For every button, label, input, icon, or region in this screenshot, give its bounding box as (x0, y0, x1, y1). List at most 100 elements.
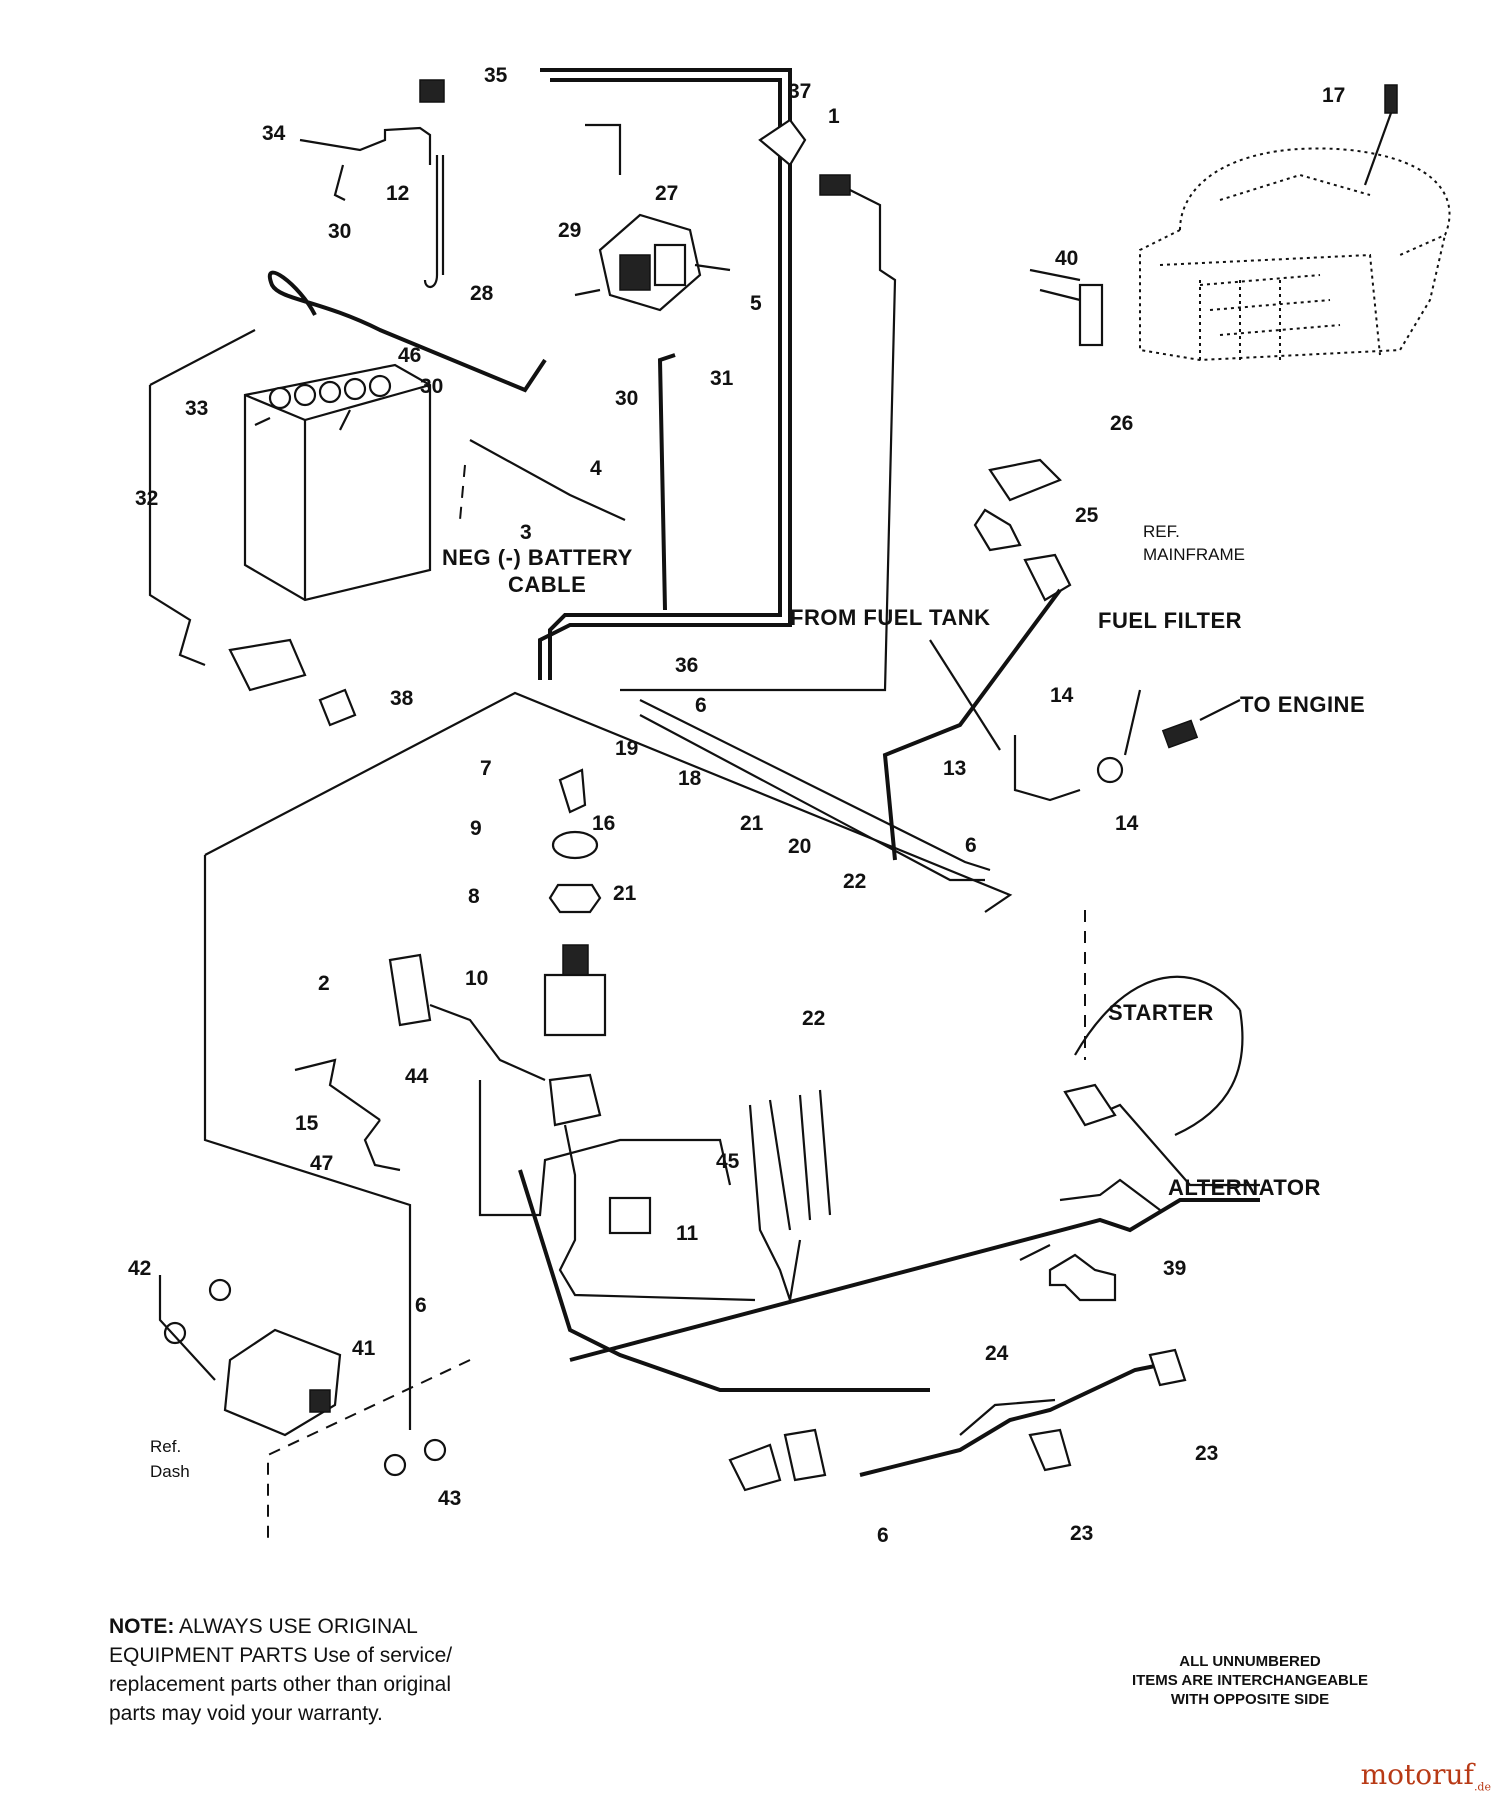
callout: 30 (615, 387, 638, 410)
callout: 17 (1322, 84, 1345, 107)
ref-mainframe-label: MAINFRAME (1143, 545, 1245, 564)
callout: 9 (470, 817, 482, 840)
callout: 38 (390, 687, 414, 710)
callout: 15 (295, 1112, 319, 1135)
watermark-logo: motoruf.de (1361, 1758, 1491, 1794)
callout: 2 (318, 972, 330, 995)
callout: 28 (470, 282, 494, 305)
callout: 45 (716, 1150, 740, 1173)
fuse-holder (620, 118, 897, 692)
callout: 36 (675, 654, 698, 677)
note-text: ALWAYS USE ORIGINAL (174, 1615, 418, 1638)
note-text: parts may void your warranty. (109, 1702, 383, 1725)
callout: 6 (415, 1294, 427, 1317)
callout: 31 (710, 367, 734, 390)
callout: 6 (695, 694, 707, 717)
callout: 12 (386, 182, 409, 205)
note-text: replacement parts other than original (109, 1673, 452, 1696)
note-text: WITH OPPOSITE SIDE (1170, 1691, 1330, 1708)
callout: 8 (468, 885, 480, 908)
callout: 19 (615, 737, 638, 760)
callout: 33 (185, 397, 208, 420)
callout: 1 (828, 105, 840, 128)
cable-clip (1048, 1253, 1117, 1302)
note-text: EQUIPMENT PARTS Use of service/ (109, 1644, 453, 1667)
watermark-suffix: .de (1473, 1781, 1491, 1794)
callout: 40 (1055, 247, 1078, 270)
callout: 10 (465, 967, 488, 990)
callout-numbers: 35 34 12 30 46 28 29 27 5 31 30 30 33 32… (128, 64, 1345, 1547)
note-heading: NOTE: (109, 1615, 175, 1638)
callout: 14 (1115, 812, 1139, 835)
fuel-system (882, 458, 1241, 861)
starter-label: STARTER (1108, 1000, 1214, 1025)
callout: 23 (1195, 1442, 1218, 1465)
callout: 35 (484, 64, 508, 87)
from-fuel-tank-label: FROM FUEL TANK (790, 605, 991, 630)
callout: 6 (965, 834, 977, 857)
callout: 44 (405, 1065, 429, 1088)
callout: 24 (985, 1342, 1009, 1365)
callout: 22 (843, 870, 866, 893)
neg-battery-cable-label: NEG (-) BATTERY (442, 545, 633, 570)
note-text: ALL UNNUMBERED (1179, 1653, 1321, 1670)
callout: 41 (352, 1337, 376, 1360)
callout: 29 (558, 219, 581, 242)
callout: 46 (398, 344, 421, 367)
callout: 47 (310, 1152, 333, 1175)
choke-knob (294, 1058, 381, 1121)
fuse (228, 638, 307, 692)
to-engine-label: TO ENGINE (1240, 692, 1365, 717)
engine-outline (1029, 84, 1451, 362)
callout: 7 (480, 757, 492, 780)
callout: 39 (1163, 1257, 1186, 1280)
callout: 13 (943, 757, 966, 780)
callout: 5 (750, 292, 762, 315)
positive-battery-cable (267, 270, 547, 393)
callout: 30 (420, 375, 443, 398)
battery (243, 363, 432, 602)
callout: 3 (520, 521, 532, 544)
part-labels: NEG (-) BATTERY CABLE REF. MAINFRAME FRO… (150, 522, 1365, 1481)
callout: 32 (135, 487, 158, 510)
ref-dash-label: Ref. (150, 1437, 181, 1456)
ref-dash-label: Dash (150, 1462, 190, 1481)
callout: 43 (438, 1487, 461, 1510)
watermark-name: motoruf (1360, 1758, 1474, 1792)
callout: 30 (328, 220, 351, 243)
callout: 18 (678, 767, 702, 790)
solenoid-top-parts (299, 79, 445, 288)
callout: 26 (1110, 412, 1133, 435)
callout: 34 (262, 122, 286, 145)
ignition-switch-group (543, 768, 756, 1302)
callout: 22 (802, 1007, 825, 1030)
battery-bracket (148, 385, 206, 667)
callout: 37 (788, 80, 811, 103)
note-text: ITEMS ARE INTERCHANGEABLE (1131, 1672, 1369, 1689)
callout: 20 (788, 835, 811, 858)
callout: 42 (128, 1257, 151, 1280)
callout: 21 (613, 882, 637, 905)
callout: 21 (740, 812, 764, 835)
relay-module (158, 1275, 447, 1477)
warranty-note: NOTE: ALWAYS USE ORIGINAL EQUIPMENT PART… (109, 1612, 549, 1728)
neg-battery-cable-label: CABLE (508, 572, 586, 597)
solenoid (574, 213, 731, 312)
callout: 16 (592, 812, 615, 835)
dash-panel-outline (203, 691, 1013, 1540)
callout: 27 (655, 182, 678, 205)
interchangeable-note: ALL UNNUMBERED ITEMS ARE INTERCHANGEABLE… (1085, 1652, 1415, 1709)
callout: 14 (1050, 684, 1074, 707)
fuel-filter-label: FUEL FILTER (1098, 608, 1242, 633)
starter-cable-bundle (538, 68, 792, 680)
ref-mainframe-label: REF. (1143, 522, 1180, 541)
callout: 25 (1075, 504, 1099, 527)
callout: 6 (877, 1524, 889, 1547)
callout: 11 (676, 1222, 699, 1245)
pto-switch (388, 953, 432, 1027)
callout: 4 (590, 457, 602, 480)
brake-switch (608, 1196, 652, 1235)
callout: 23 (1070, 1522, 1093, 1545)
alternator-label: ALTERNATOR (1168, 1175, 1321, 1200)
